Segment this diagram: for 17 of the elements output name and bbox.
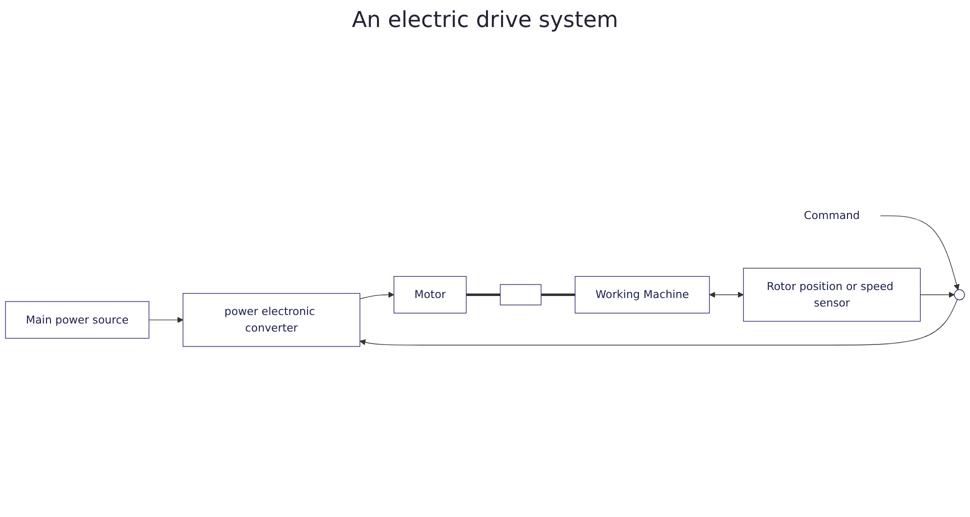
node-box: Motor (394, 276, 467, 314)
node-box: Main power source (5, 301, 150, 339)
node-box: Working Machine (574, 276, 710, 314)
node-box (500, 284, 542, 306)
arrow (360, 299, 958, 346)
diagram-title: An electric drive system (350, 8, 620, 33)
node-text: Command (804, 209, 860, 222)
arrow (360, 292, 394, 300)
connector (541, 294, 576, 296)
arrow (920, 292, 955, 298)
connector (466, 294, 500, 296)
node-box: power electronic converter (182, 293, 360, 347)
arrow (709, 292, 744, 298)
node-box: Rotor position or speed sensor (743, 268, 921, 322)
arrow (880, 216, 960, 290)
arrow (148, 316, 184, 323)
node-circle (954, 289, 965, 300)
